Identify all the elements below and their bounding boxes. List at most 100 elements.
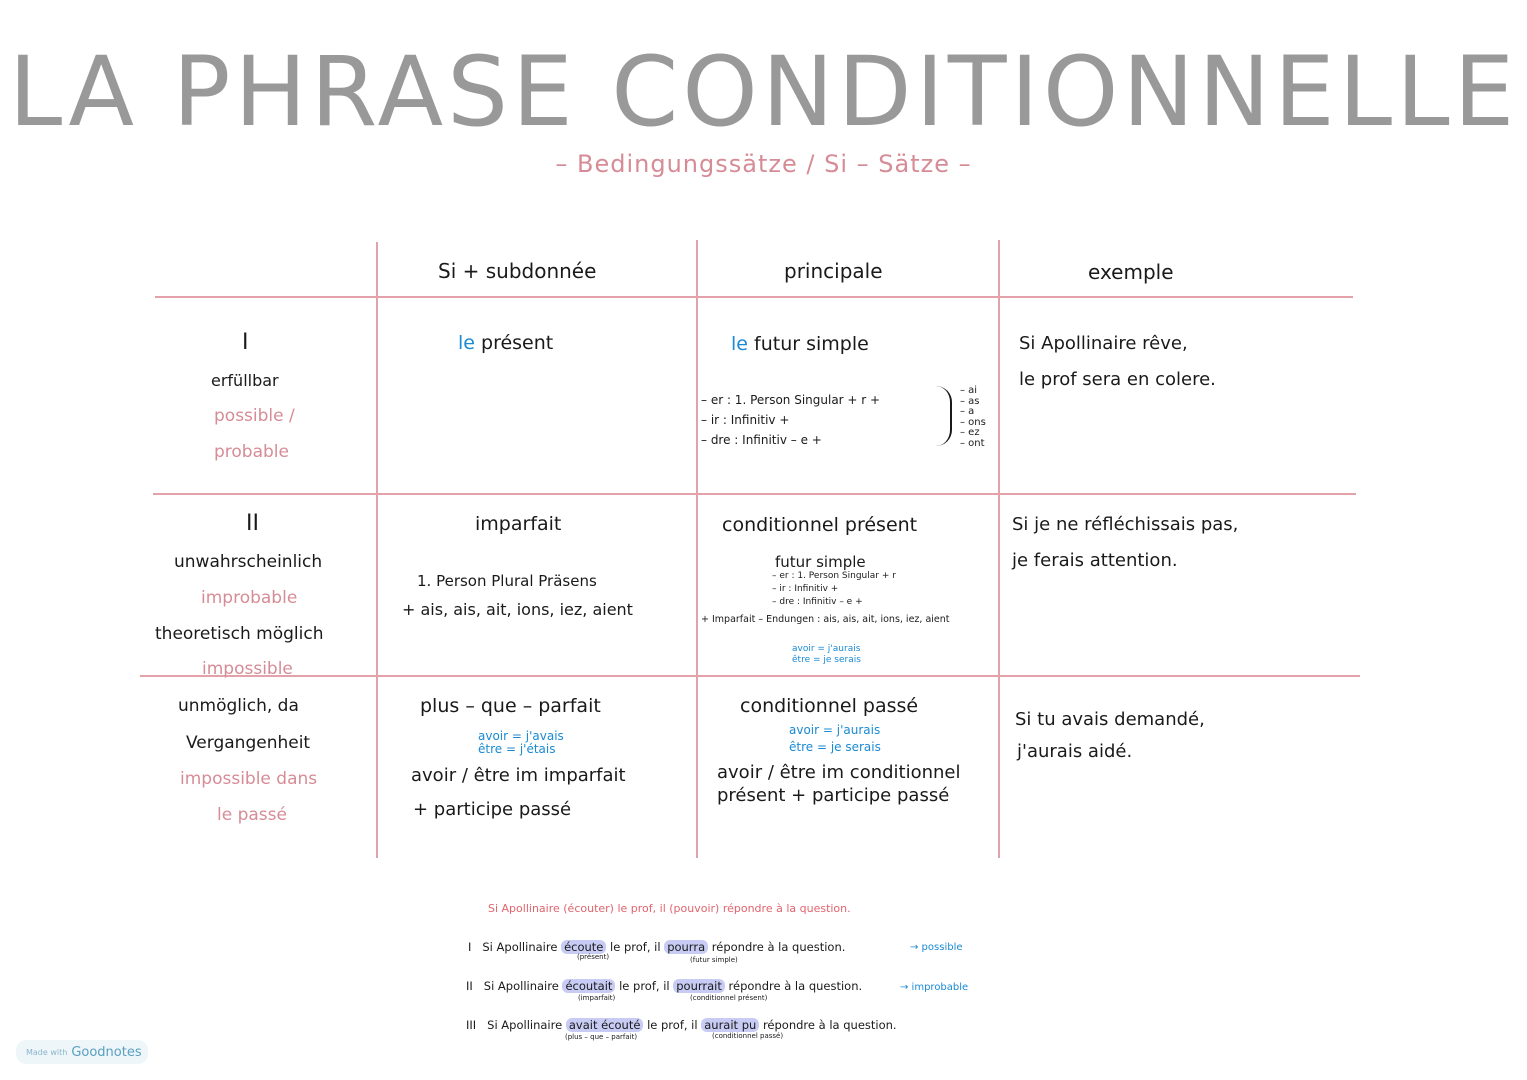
row1-main-article: le [731, 333, 748, 355]
row1-sub-article: le [458, 332, 475, 354]
line-text: le prof, il [647, 1018, 698, 1032]
row3-german-1: unmöglich, da [178, 696, 299, 716]
badge-made-with: Made with [26, 1047, 68, 1057]
header-example: exemple [1088, 260, 1174, 284]
row1-rule-1: – er : 1. Person Singular + r + [701, 393, 881, 407]
line-text: Si Apollinaire [487, 1018, 563, 1032]
row3-etre: être = j'étais [478, 742, 556, 756]
row3-main-avoir: avoir = j'aurais [789, 723, 881, 737]
table-line-row1 [153, 493, 1356, 495]
row1-example-1: Si Apollinaire rêve, [1019, 333, 1188, 354]
line-text: répondre à la question. [728, 979, 863, 993]
row3-german-2: Vergangenheit [186, 733, 311, 753]
table-col-line-2 [696, 240, 698, 858]
row1-french-1: possible / [214, 406, 295, 426]
row1-endings: – ai – as – a – ons – ez – ont [960, 385, 986, 449]
row1-main-tense: futur simple [754, 333, 869, 355]
verb-highlight: pourra [664, 940, 709, 954]
exercise-note-1: → possible [910, 942, 963, 953]
brace-icon [936, 386, 952, 446]
row2-german-2: theoretisch möglich [155, 624, 324, 644]
table-col-line-3 [998, 240, 1000, 858]
page-subtitle: – Bedingungssätze / Si – Sätze – [555, 150, 972, 178]
row3-main-rule-1: avoir / être im conditionnel [717, 762, 961, 783]
row3-subordinate: plus – que – parfait [420, 695, 601, 717]
row3-main-etre: être = je serais [789, 740, 881, 754]
row2-main: conditionnel présent [722, 514, 918, 536]
row1-sub-tense: présent [481, 332, 554, 354]
row2-rule-3: – dre : Infinitiv – e + [772, 597, 863, 607]
badge-brand: Goodnotes [71, 1044, 142, 1060]
row3-example-2: j'aurais aidé. [1017, 741, 1133, 762]
row1-german: erfüllbar [211, 371, 279, 390]
row3-main-rule-2: présent + participe passé [717, 785, 950, 806]
exercise-note-2: → improbable [900, 982, 969, 993]
row1-rule-2: – ir : Infinitiv + [701, 413, 790, 427]
row2-number: II [246, 511, 259, 536]
ending: – ai [960, 385, 978, 396]
line-text: Si Apollinaire [482, 940, 558, 954]
line-text: répondre à la question. [762, 1018, 897, 1032]
exercise-prompt: Si Apollinaire (écouter) le prof, il (po… [488, 902, 851, 915]
row3-sub-rule-2: + participe passé [413, 799, 572, 820]
row3-french-1: impossible dans [180, 769, 318, 789]
line-number: II [466, 979, 473, 993]
table-line-row2 [140, 675, 1360, 677]
exercise-line-3: III Si Apollinaire avait écouté le prof,… [466, 1018, 897, 1032]
row2-sub-rule-2: + ais, ais, ait, ions, iez, aient [402, 600, 633, 619]
verb-highlight: écoutait [562, 979, 616, 993]
tense-label: (imparfait) [578, 994, 616, 1002]
row3-main: conditionnel passé [740, 695, 919, 717]
header-main-clause: principale [784, 259, 883, 283]
row3-example-1: Si tu avais demandé, [1015, 709, 1205, 730]
row2-example-2: je ferais attention. [1012, 550, 1178, 571]
row1-main: le futur simple [731, 333, 869, 355]
verb-highlight: aurait pu [701, 1018, 760, 1032]
goodnotes-badge: Made with Goodnotes [16, 1040, 148, 1064]
row2-example-1: Si je ne réfléchissais pas, [1012, 514, 1239, 535]
row2-french-2: impossible [202, 659, 293, 679]
row2-german-1: unwahrscheinlich [174, 552, 323, 572]
ending: – as [960, 395, 980, 407]
row2-avoir: avoir = j'aurais [792, 644, 861, 654]
verb-highlight: avait écouté [565, 1018, 644, 1032]
line-text: le prof, il [619, 979, 670, 993]
line-text: le prof, il [610, 940, 661, 954]
row1-french-2: probable [214, 442, 289, 462]
table-col-line-1 [376, 242, 378, 858]
tense-label: (plus – que – parfait) [565, 1033, 638, 1041]
tense-label: (futur simple) [690, 956, 738, 964]
row2-main-sub: futur simple [775, 553, 866, 571]
ending: – ez [960, 427, 980, 438]
row2-rule-4: + Imparfait – Endungen : ais, ais, ait, … [701, 614, 950, 625]
exercise-line-2: II Si Apollinaire écoutait le prof, il p… [466, 979, 862, 993]
ending: – ons [960, 416, 986, 428]
page-title: LA PHRASE CONDITIONNELLE [8, 36, 1519, 148]
row3-sub-rule-1: avoir / être im imparfait [411, 765, 626, 786]
verb-highlight: pourrait [673, 979, 725, 993]
exercise-line-1: I Si Apollinaire écoute le prof, il pour… [468, 940, 845, 954]
tense-label: (conditionnel passé) [712, 1032, 784, 1040]
verb-highlight: écoute [561, 940, 607, 954]
row2-rule-2: – ir : Infinitiv + [772, 584, 839, 594]
header-subordinate: Si + subdonnée [438, 259, 597, 283]
row2-sub-rule-1: 1. Person Plural Präsens [417, 572, 597, 590]
line-text: Si Apollinaire [483, 979, 559, 993]
row1-number: I [242, 330, 249, 355]
tense-label: (présent) [577, 953, 610, 961]
row2-rule-1: – er : 1. Person Singular + r [772, 571, 896, 581]
ending: – ont [960, 437, 985, 449]
row2-etre: être = je serais [792, 655, 861, 665]
row1-rule-3: – dre : Infinitiv – e + [701, 433, 822, 447]
line-number: I [468, 940, 472, 954]
row3-avoir: avoir = j'avais [478, 729, 564, 743]
line-text: répondre à la question. [711, 940, 846, 954]
row1-subordinate: le présent [458, 332, 553, 354]
table-line-header [155, 296, 1353, 298]
line-number: III [466, 1018, 477, 1032]
row2-french-1: improbable [201, 588, 298, 608]
row2-subordinate: imparfait [475, 513, 562, 535]
row3-french-2: le passé [217, 805, 287, 825]
row1-example-2: le prof sera en colere. [1019, 369, 1216, 390]
tense-label: (conditionnel présent) [690, 994, 768, 1002]
